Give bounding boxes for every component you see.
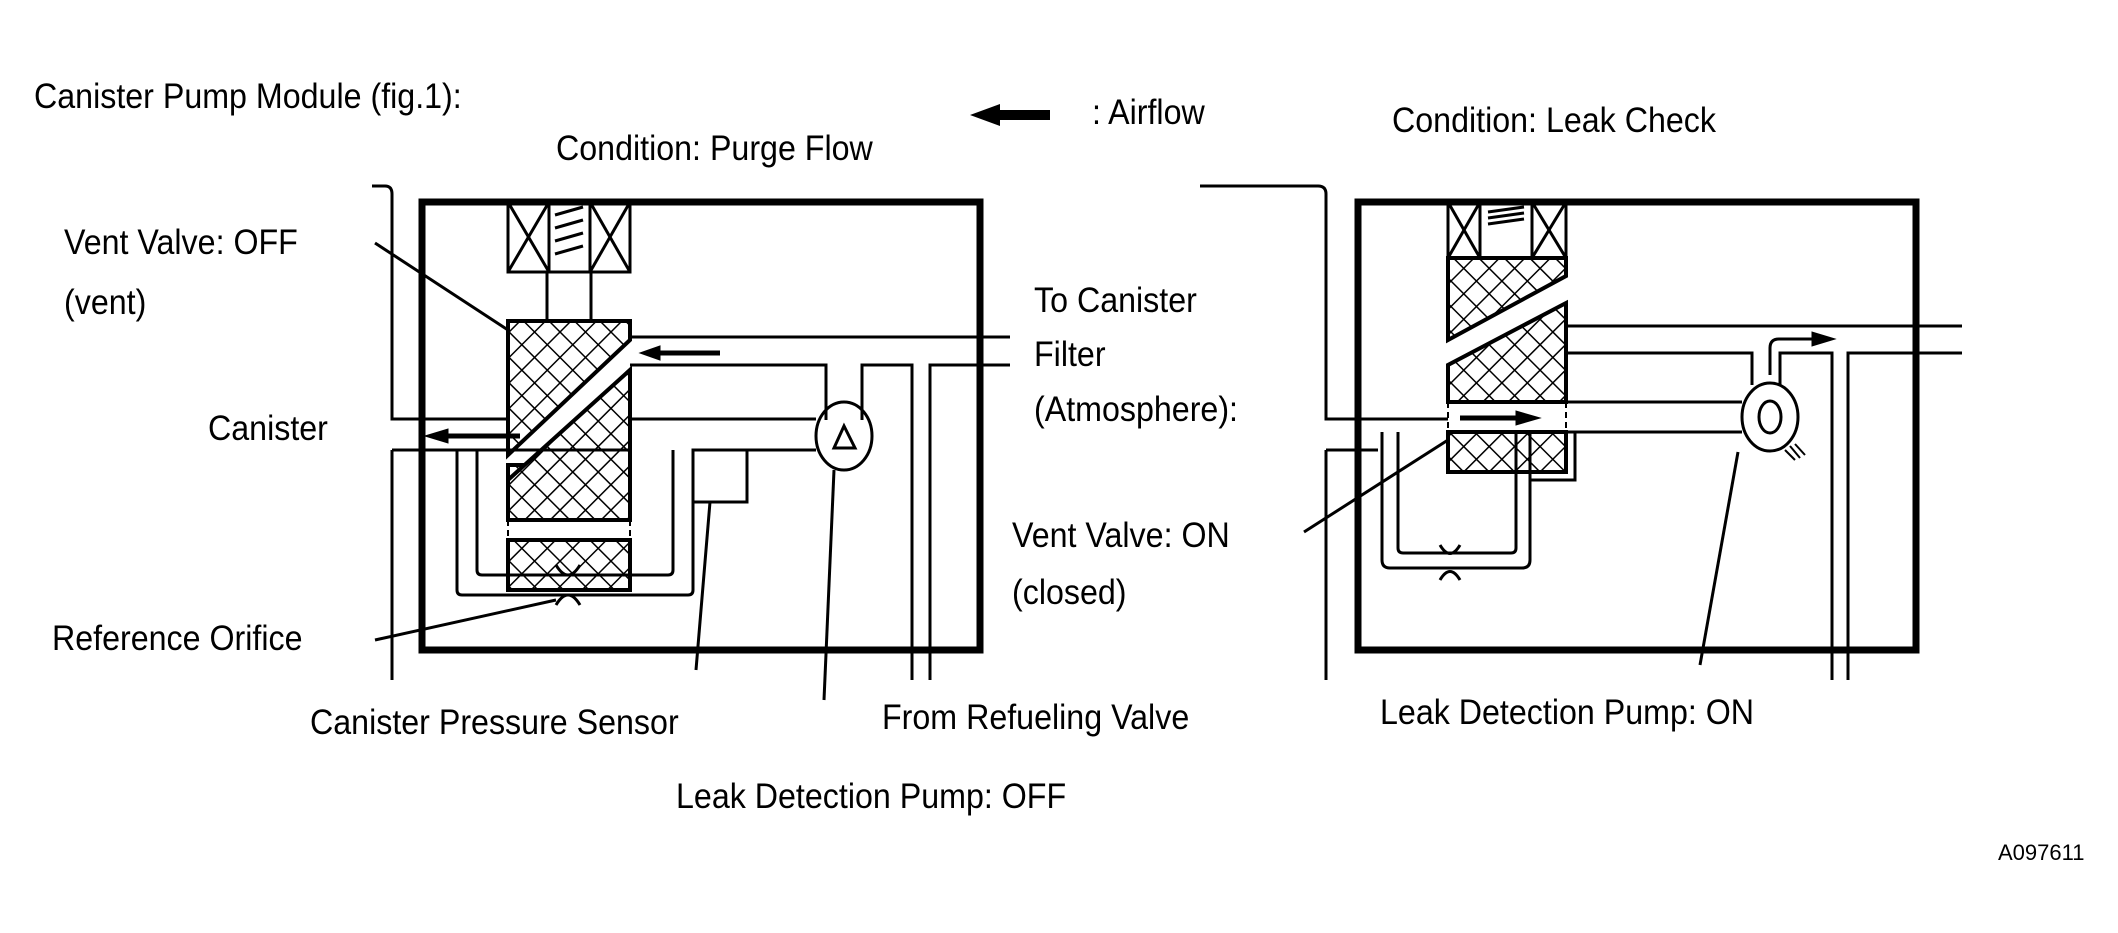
legend-airflow-arrow-icon (970, 104, 1050, 126)
figure-reference-code: A097611 (1998, 840, 2085, 865)
figure-title: Canister Pump Module (fig.1): (34, 77, 462, 116)
leak-detection-pump-on-label: Leak Detection Pump: ON (1380, 693, 1755, 732)
panel-leak-check (1200, 184, 1962, 680)
module-housing (1354, 198, 1920, 654)
legend-airflow-label: : Airflow (1092, 93, 1205, 132)
panel-purge-flow (372, 184, 1010, 701)
module-housing (418, 198, 984, 654)
vent-valve-state-label: (vent) (64, 283, 147, 322)
vent-valve-spool (506, 319, 632, 592)
condition-leak-check: Condition: Leak Check (1392, 101, 1716, 140)
to-canister-filter-label-3: (Atmosphere): (1034, 390, 1239, 429)
to-canister-filter-label-1: To Canister (1034, 281, 1197, 320)
reference-orifice-icon (1438, 544, 1462, 581)
leak-detection-pump-on-icon (1740, 381, 1800, 453)
canister-pressure-sensor-box (1528, 430, 1577, 482)
reference-orifice-icon (554, 564, 582, 606)
vent-valve-closed-label: (closed) (1012, 573, 1127, 612)
canister-port-pipe (372, 184, 525, 421)
leak-detection-pump-off-icon (814, 400, 874, 472)
vent-valve-on-label: Vent Valve: ON (1012, 516, 1230, 555)
solenoid-coil (506, 200, 632, 324)
leak-detection-pump-off-label: Leak Detection Pump: OFF (676, 777, 1067, 816)
canister-label: Canister (208, 409, 328, 448)
vent-valve-off-label: Vent Valve: OFF (64, 223, 298, 262)
vent-valve-spool (1446, 256, 1568, 474)
reference-orifice-label: Reference Orifice (52, 619, 303, 658)
to-canister-filter-label-2: Filter (1034, 335, 1106, 374)
from-refueling-valve-label: From Refueling Valve (882, 698, 1190, 737)
canister-pressure-sensor-box (691, 448, 749, 504)
solenoid-coil (1446, 200, 1568, 260)
condition-purge-flow: Condition: Purge Flow (556, 129, 873, 168)
canister-pressure-sensor-label: Canister Pressure Sensor (310, 703, 679, 742)
